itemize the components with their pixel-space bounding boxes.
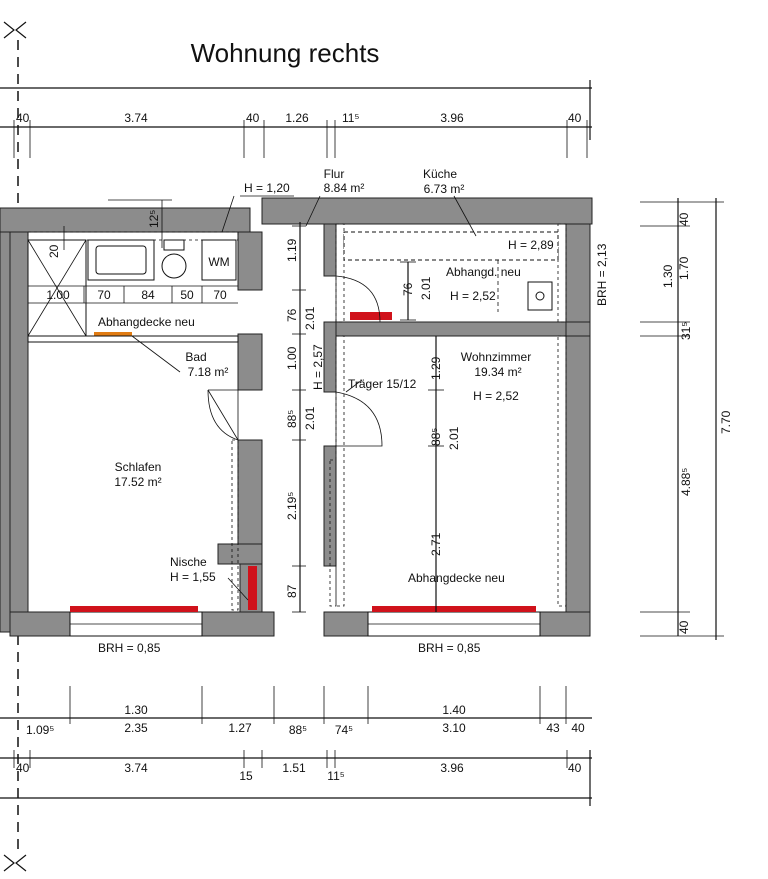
room-name-kueche: Küche <box>423 167 457 181</box>
bdim-row2-3: 1.27 <box>228 721 252 735</box>
vdim-1: 1.19 <box>285 238 299 262</box>
bath-dim-3: 84 <box>141 288 155 302</box>
room-name-wohnzimmer: Wohnzimmer <box>461 350 531 364</box>
vdim-7: 2.19⁵ <box>285 492 299 520</box>
top-dim-7: 40 <box>568 111 582 125</box>
bdim-row1-2: 1.40 <box>442 703 466 717</box>
vdim-4: 1.00 <box>285 346 299 370</box>
room-area-schlafen: 17.52 m² <box>114 475 161 489</box>
note-h155: H = 1,55 <box>170 570 216 584</box>
rdim-4: 31⁵ <box>679 322 693 340</box>
note-traeger: Träger 15/12 <box>348 377 417 391</box>
vdim-6: 2.01 <box>303 406 317 430</box>
bdim-row3-7: 40 <box>568 761 582 775</box>
rdim-6: 40 <box>677 620 691 634</box>
bdim-row3-5: 11⁵ <box>327 769 344 783</box>
top-dim-3: 40 <box>246 111 260 125</box>
bdim-row2-8: 40 <box>571 721 585 735</box>
plan-title: Wohnung rechts <box>191 38 380 68</box>
note-brh-left: BRH = 0,85 <box>98 641 161 655</box>
bdim-row3-2: 3.74 <box>124 761 148 775</box>
top-dim-2: 3.74 <box>124 111 148 125</box>
bath-dim-1: 1.00 <box>46 288 70 302</box>
section-marker-bottom-icon <box>3 854 27 872</box>
bottom-dimension-lines <box>0 686 592 806</box>
note-abhangdecke-wohn: Abhangdecke neu <box>408 571 505 585</box>
bdim-row3-6: 3.96 <box>440 761 464 775</box>
vdim-9: 76 <box>401 282 415 296</box>
bdim-row2-1: 1.09⁵ <box>26 723 54 737</box>
radiator-kueche <box>350 312 392 320</box>
top-dim-4: 1.26 <box>285 111 309 125</box>
rdim-2: 1.70 <box>677 256 691 280</box>
kitchen-fixtures <box>343 231 559 312</box>
vdim-8: 87 <box>285 584 299 598</box>
room-name-bad: Bad <box>185 350 206 364</box>
interior-dimension-lines <box>292 222 444 613</box>
top-dimension-lines <box>0 80 592 158</box>
vdim-10: 2.01 <box>419 276 433 300</box>
doors <box>207 275 383 447</box>
room-height-wohnzimmer: H = 2,52 <box>473 389 519 403</box>
top-dim-6: 3.96 <box>440 111 464 125</box>
note-h252-kueche: H = 2,52 <box>450 289 496 303</box>
bath-dim-2: 70 <box>97 288 111 302</box>
room-name-flur: Flur <box>324 167 345 181</box>
room-area-kueche: 6.73 m² <box>424 182 465 196</box>
note-brh-right: BRH = 0,85 <box>418 641 481 655</box>
vdim-13: 2.01 <box>447 426 461 450</box>
bath-fixtures <box>27 199 239 343</box>
bath-dim-6: 20 <box>47 244 61 258</box>
note-abhangd-neu: Abhangd. neu <box>446 265 521 279</box>
bath-dim-4: 50 <box>180 288 194 302</box>
section-marker-top-icon <box>3 21 27 39</box>
bdim-row3-3: 15 <box>239 769 253 783</box>
rdim-5: 4.88⁵ <box>679 468 693 496</box>
bath-dim-5: 70 <box>213 288 227 302</box>
wall-lining <box>27 223 567 611</box>
note-abhangdecke-bad: Abhangdecke neu <box>98 315 195 329</box>
wm-label: WM <box>208 255 229 269</box>
note-h257: H = 2,57 <box>311 344 325 390</box>
top-dim-5: 11⁵ <box>342 111 359 125</box>
room-area-flur: 8.84 m² <box>324 181 365 195</box>
vdim-3: 2.01 <box>303 306 317 330</box>
room-name-schlafen: Schlafen <box>115 460 162 474</box>
radiator-schlafen <box>70 606 198 612</box>
walls <box>0 197 593 637</box>
rdim-1: 40 <box>677 212 691 226</box>
note-h289: H = 2,89 <box>508 238 554 252</box>
vdim-2: 76 <box>285 308 299 322</box>
radiator-wohnzimmer <box>372 606 536 612</box>
bdim-row3-4: 1.51 <box>282 761 306 775</box>
right-dimension-lines <box>640 198 724 640</box>
vdim-5: 88⁵ <box>285 410 299 428</box>
bdim-row2-5: 74⁵ <box>335 723 353 737</box>
vdim-12: 88⁵ <box>429 428 443 446</box>
bdim-row2-7: 43 <box>546 721 560 735</box>
note-brh-213: BRH = 2,13 <box>595 243 609 306</box>
bath-dim-7: 12⁵ <box>147 210 161 228</box>
bdim-row1-1: 1.30 <box>124 703 148 717</box>
top-dim-1: 40 <box>16 111 30 125</box>
bdim-row2-4: 88⁵ <box>289 723 307 737</box>
room-area-bad: 7.18 m² <box>188 365 229 379</box>
bdim-row2-2: 2.35 <box>124 721 148 735</box>
vdim-14: 2.71 <box>429 532 443 556</box>
bdim-row3-1: 40 <box>16 761 30 775</box>
vdim-11: 1.29 <box>429 356 443 380</box>
rdim-3: 1.30 <box>661 264 675 288</box>
note-nische: Nische <box>170 555 207 569</box>
radiator-nische <box>248 566 257 610</box>
windows <box>69 611 541 637</box>
room-area-wohnzimmer: 19.34 m² <box>474 365 521 379</box>
note-h120: H = 1,20 <box>244 181 290 195</box>
rdim-7: 7.70 <box>719 410 733 434</box>
bdim-row2-6: 3.10 <box>442 721 466 735</box>
